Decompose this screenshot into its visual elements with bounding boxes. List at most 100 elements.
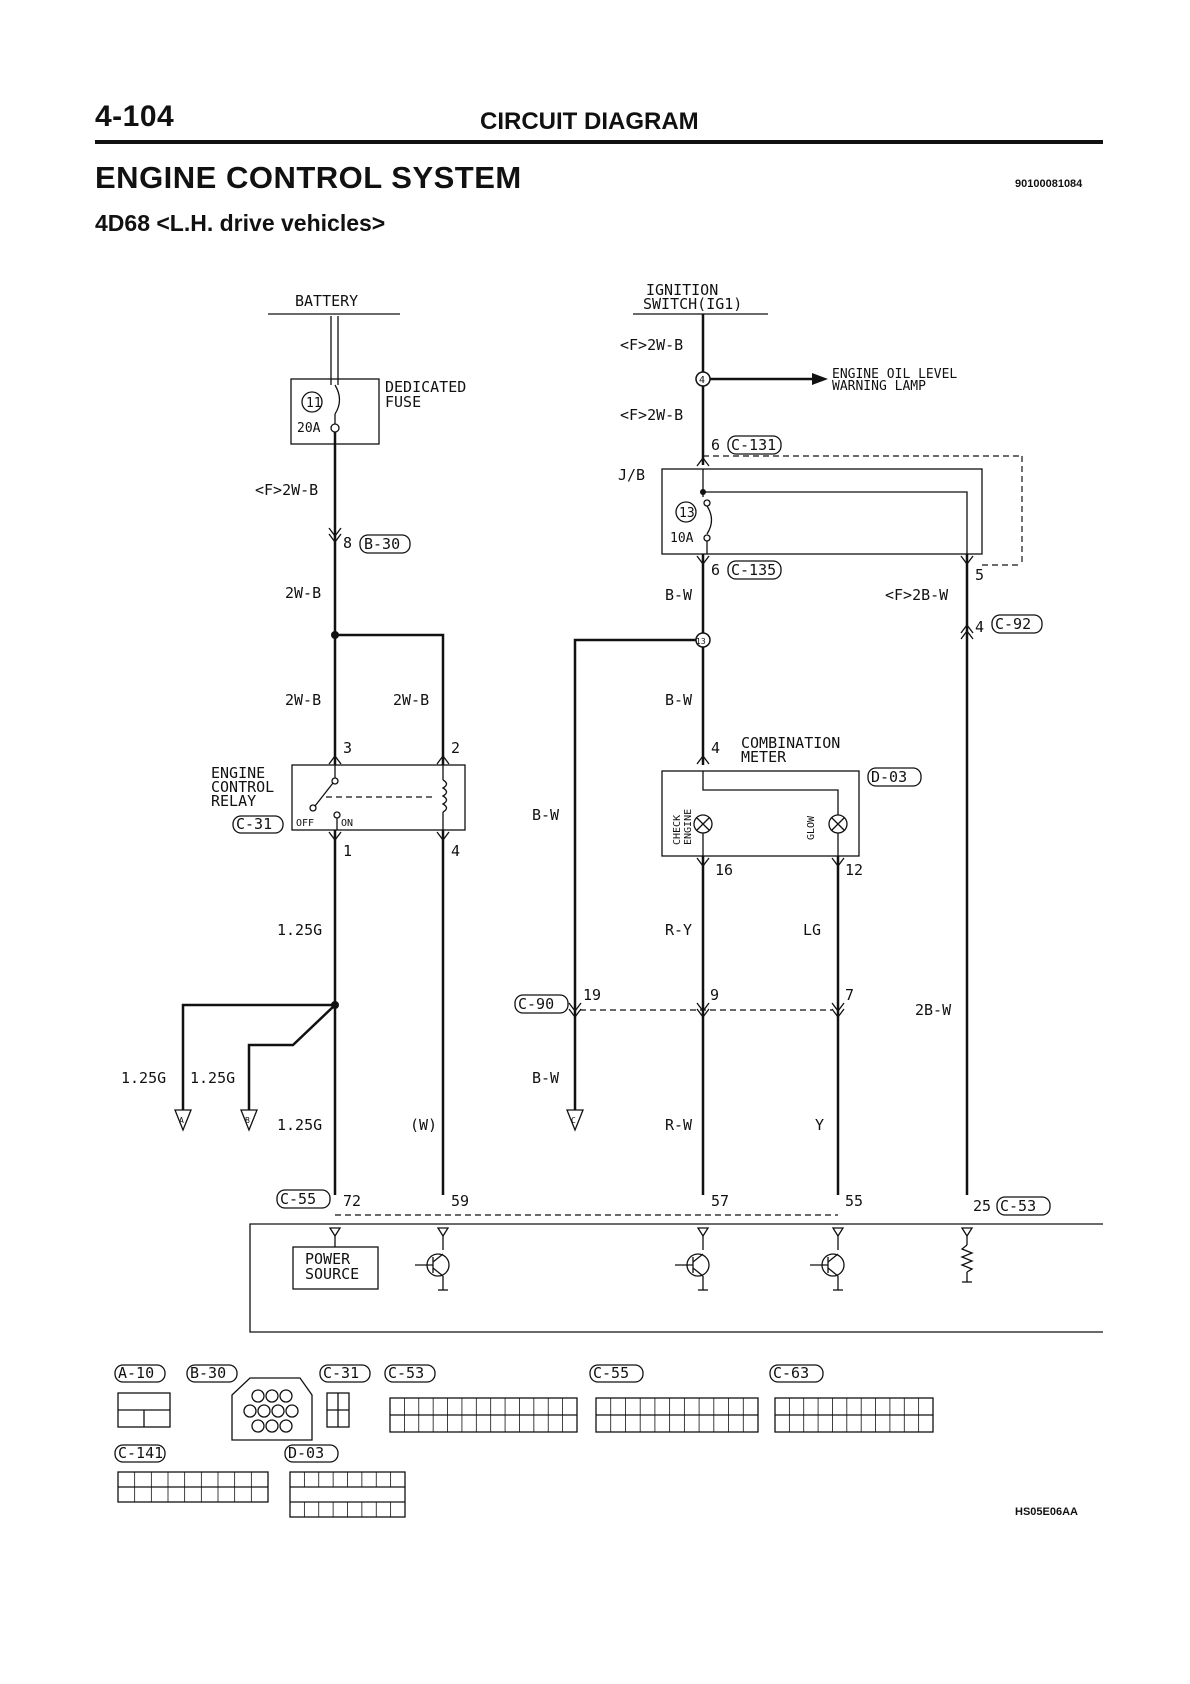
check-engine-label-2: ENGINE <box>683 809 694 845</box>
battery-label: BATTERY <box>295 292 358 310</box>
ground-c: C <box>571 1116 576 1125</box>
wire-label-bw-2: B-W <box>665 691 693 709</box>
section-title: CIRCUIT DIAGRAM <box>480 108 699 135</box>
wire-label-2wb-1: 2W-B <box>285 584 321 602</box>
wire-label-bw-4: B-W <box>532 1069 560 1087</box>
doc-number: 90100081084 <box>1015 178 1083 190</box>
transistor-59 <box>415 1236 450 1291</box>
legend-c53: C-53 <box>388 1364 424 1382</box>
pin-3: 3 <box>343 739 352 757</box>
relay-label-2: CONTROL <box>211 778 274 796</box>
pin-4-c92: 4 <box>975 618 984 636</box>
dedicated-fuse-label-2: FUSE <box>385 393 421 411</box>
combination-meter: 4 COMBINATION METER D-03 CHECK ENGINE GL… <box>661 734 922 868</box>
wire-label-125g-3: 1.25G <box>190 1069 235 1087</box>
legend-c141: C-141 <box>118 1444 163 1462</box>
engine-ecu: POWER SOURCE <box>249 1223 1103 1333</box>
engine-oil-label-2: WARNING LAMP <box>832 379 926 394</box>
pin-25: 25 <box>973 1197 991 1215</box>
wire-label-rw: R-W <box>665 1116 693 1134</box>
connector-c53-ecu: C-53 <box>1000 1197 1036 1215</box>
pin-55: 55 <box>845 1192 863 1210</box>
figure-code: HS05E06AA <box>1015 1506 1078 1518</box>
wire-label-2bw: 2B-W <box>915 1001 952 1019</box>
check-engine-label-1: CHECK <box>672 815 683 845</box>
relay-label-3: RELAY <box>211 792 256 810</box>
legend-c31: C-31 <box>323 1364 359 1382</box>
fuse-13-number: 13 <box>679 506 695 521</box>
connector-c135: C-135 <box>731 561 776 579</box>
relay-label-1: ENGINE <box>211 764 265 782</box>
power-source-label-1: POWER <box>305 1250 351 1268</box>
pin-72: 72 <box>343 1192 361 1210</box>
page-title: ENGINE CONTROL SYSTEM <box>95 160 522 195</box>
connector-c92: C-92 <box>995 615 1031 633</box>
pin-6-c135: 6 <box>711 561 720 579</box>
meter-label-2: METER <box>741 748 787 766</box>
connector-d03: D-03 <box>871 768 907 786</box>
legend-a10: A-10 <box>118 1364 154 1382</box>
wire-label-f2bw: <F>2B-W <box>885 586 949 604</box>
page-header: 4-104 CIRCUIT DIAGRAM ENGINE CONTROL SYS… <box>0 0 1190 260</box>
fuse-11-rating: 20A <box>297 421 321 436</box>
wire-label-125g-4: 1.25G <box>277 1116 322 1134</box>
relay-off-label: OFF <box>296 818 314 829</box>
pin-16: 16 <box>715 861 733 879</box>
wire-label-f2wb-1: <F>2W-B <box>255 481 318 499</box>
pin-4-meter: 4 <box>711 739 720 757</box>
pin-6-c131: 6 <box>711 436 720 454</box>
pin-9: 9 <box>710 986 719 1004</box>
legend-c55: C-55 <box>593 1364 629 1382</box>
pin-5: 5 <box>975 566 984 584</box>
wire-label-2wb-2: 2W-B <box>285 691 321 709</box>
pin-4-relay: 4 <box>451 842 460 860</box>
fuse-13-rating: 10A <box>670 531 694 546</box>
header-rule <box>95 140 1103 144</box>
ignition-label-1: IGNITION <box>646 281 718 299</box>
fuse-11-number: 11 <box>306 396 322 411</box>
resistor-25 <box>960 1236 974 1283</box>
meter-label-1: COMBINATION <box>741 734 840 752</box>
wire-label-y: Y <box>815 1116 824 1134</box>
connector-c55-ecu: C-55 <box>280 1190 316 1208</box>
junction-block: J/B 13 10A <box>618 455 1023 566</box>
connector-legend: A-10 B-30 C-31 C-53 C-55 C-63 C-141 D-03 <box>114 1364 934 1518</box>
dedicated-fuse-label-1: DEDICATED <box>385 378 466 396</box>
engine-control-relay: 3 2 ENGINE CONTROL RELAY C-31 OFF ON 1 4 <box>211 739 466 860</box>
wire-label-lg: LG <box>803 921 821 939</box>
wire-label-ry: R-Y <box>665 921 692 939</box>
pin-7: 7 <box>845 986 854 1004</box>
legend-pin-grids <box>134 1398 920 1517</box>
pin-12: 12 <box>845 861 863 879</box>
wire-label-125g-1: 1.25G <box>277 921 322 939</box>
relay-on-label: ON <box>341 818 353 829</box>
glow-label: GLOW <box>806 815 817 840</box>
connector-c31-relay: C-31 <box>236 815 272 833</box>
splice-4: 4 <box>699 375 705 386</box>
dedicated-fuse: 11 20A DEDICATED FUSE <box>290 378 466 445</box>
battery: BATTERY <box>268 292 400 385</box>
ignition-label-2: SWITCH(IG1) <box>643 295 742 313</box>
ground-a: A <box>179 1116 184 1125</box>
jb-label: J/B <box>618 466 645 484</box>
legend-c63: C-63 <box>773 1364 809 1382</box>
legend-b30: B-30 <box>190 1364 226 1382</box>
pin-2: 2 <box>451 739 460 757</box>
power-source-label-2: SOURCE <box>305 1265 359 1283</box>
wire-label-bw-3: B-W <box>532 806 560 824</box>
wire-label-f2wb-2: <F>2W-B <box>620 336 683 354</box>
splice-13: 13 <box>696 637 706 646</box>
wire-label-2wb-3: 2W-B <box>393 691 429 709</box>
wire-label-w: (W) <box>410 1116 437 1134</box>
transistor-55 <box>810 1236 845 1291</box>
connector-b30: B-30 <box>364 535 400 553</box>
page-subtitle: 4D68 <L.H. drive vehicles> <box>95 210 386 236</box>
pin-57: 57 <box>711 1192 729 1210</box>
pin-1: 1 <box>343 842 352 860</box>
pin-59: 59 <box>451 1192 469 1210</box>
wire-label-f2wb-3: <F>2W-B <box>620 406 683 424</box>
wire-label-bw-1: B-W <box>665 586 693 604</box>
connector-c131: C-131 <box>731 436 776 454</box>
transistor-57 <box>675 1236 710 1291</box>
